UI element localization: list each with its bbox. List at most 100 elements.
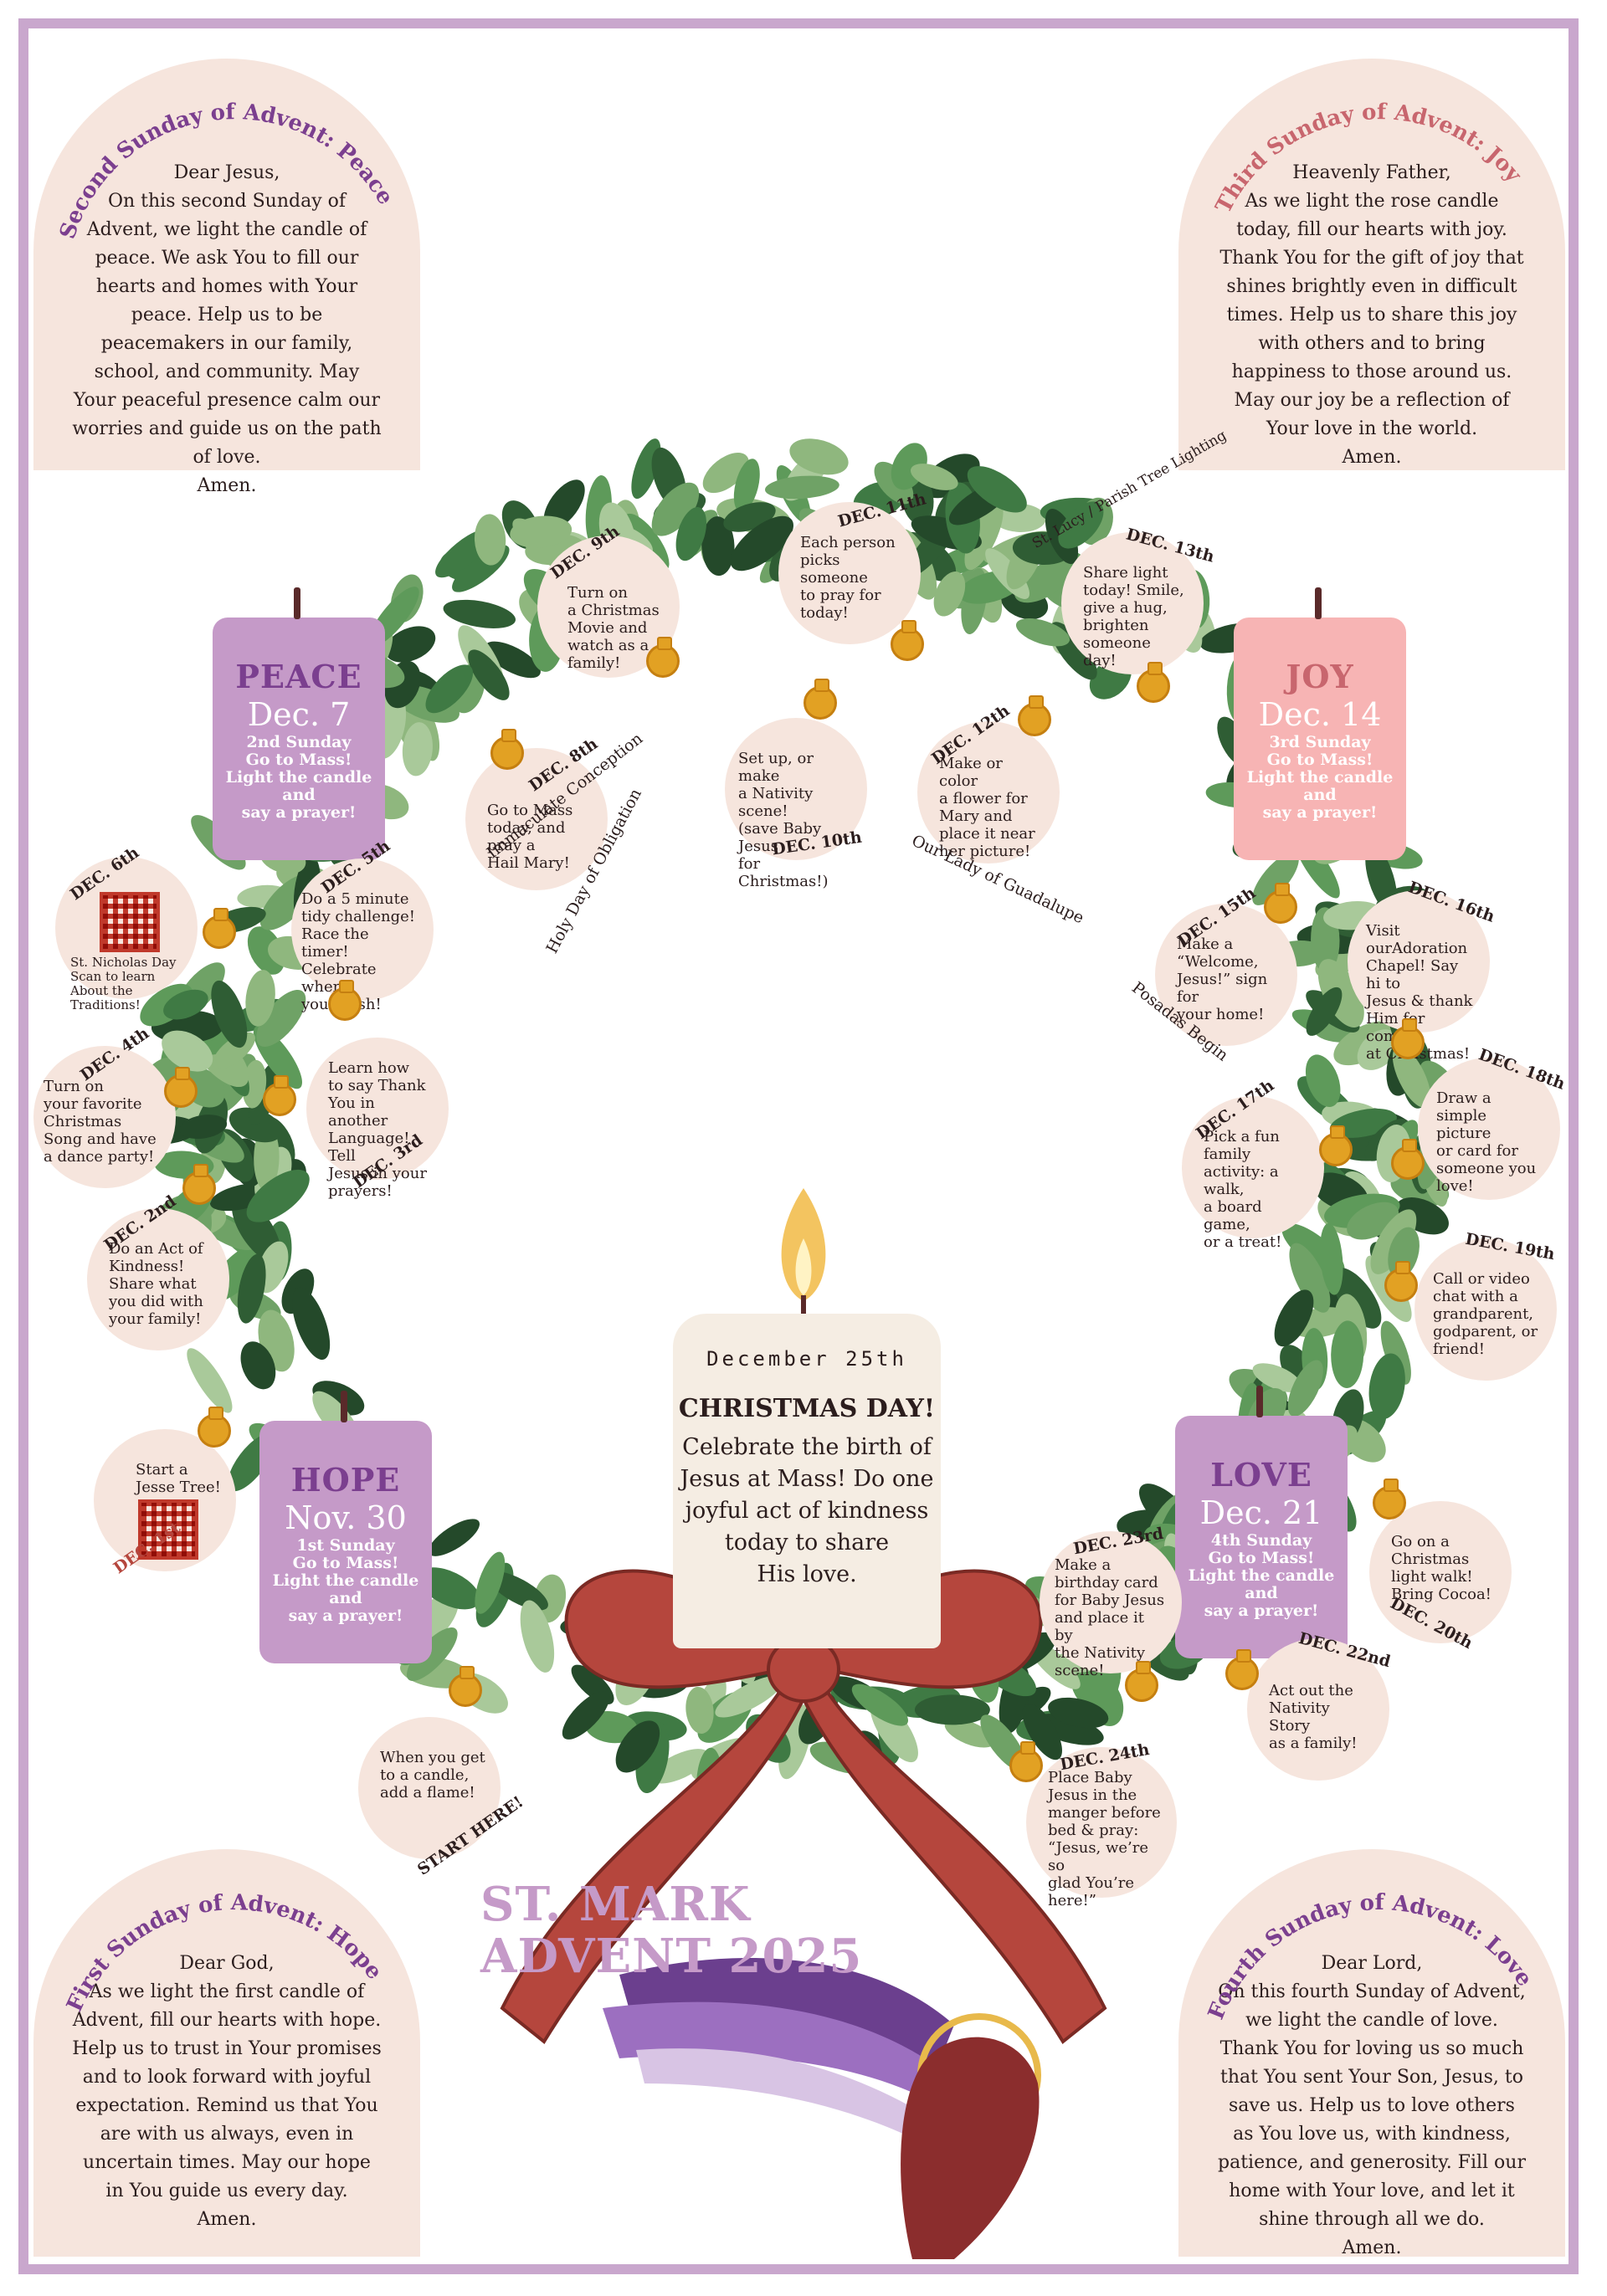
ornament-icon [1225, 1649, 1259, 1690]
wreath-leaf [162, 1030, 213, 1072]
wreath-leaf [1022, 1703, 1062, 1760]
wreath-leaf [851, 1684, 909, 1726]
wreath-leaf [910, 464, 958, 490]
day-dec4: DEC. 4th Turn on your favorite Christmas… [33, 1024, 176, 1188]
ornament-icon [1373, 1479, 1406, 1520]
day-start-text: When you get to a candle, add a flame! [380, 1749, 485, 1801]
ornament-icon [203, 908, 236, 949]
candle-hope-sunday: 1st Sunday [296, 1536, 395, 1555]
candle-hope: HOPE Nov. 30 1st Sunday Go to Mass! Ligh… [259, 1391, 432, 1663]
day-dec19: DEC. 19th Call or video chat with a gran… [1414, 1230, 1557, 1381]
wreath-leaf [615, 1720, 660, 1773]
prayer-second-body: Dear Jesus, On this second Sunday of Adv… [72, 162, 382, 496]
ornament-icon [263, 1075, 296, 1116]
ornament-icon [490, 729, 524, 770]
candle-love-sunday: 4th Sunday [1210, 1531, 1312, 1550]
ornament-icon [891, 620, 924, 661]
wreath-leaf [187, 1348, 233, 1413]
day-dec5: DEC. 5th Do a 5 minute tidy challenge! R… [291, 837, 434, 1013]
ornament-icon [646, 637, 680, 678]
day-dec17: DEC. 17th Pick a fun family activity: a … [1182, 1076, 1324, 1251]
wreath-leaf [1058, 501, 1104, 549]
day-dec9: DEC. 9th Turn on a Christmas Movie and w… [537, 522, 680, 678]
ornament-icon [1264, 883, 1297, 924]
wreath-leaf [468, 649, 510, 700]
wreath-leaf [1287, 1360, 1323, 1417]
ornament-icon [1125, 1661, 1158, 1702]
candle-love-text: Go to Mass! Light the candle and say a p… [1188, 1549, 1335, 1620]
candle-love-date: Dec. 21 [1199, 1494, 1323, 1531]
page-border [18, 18, 1579, 2274]
candle-love: LOVE Dec. 21 4th Sunday Go to Mass! Ligh… [1175, 1386, 1348, 1658]
day-dec18: DEC. 18th Draw a simple picture or card … [1418, 1045, 1568, 1200]
day-dec2: DEC. 2nd Do an Act of Kindness! Share wh… [87, 1192, 229, 1350]
day-dec15-text: Make a “Welcome, Jesus!” sign for your h… [1177, 935, 1268, 1023]
candle-hope-text: Go to Mass! Light the candle and say a p… [272, 1554, 419, 1625]
prayer-fourth-title-arc: Fourth Sunday of Advent: Love [1204, 1890, 1537, 2023]
day-start: When you get to a candle, add a flame! S… [358, 1717, 526, 1879]
wreath-leaf [256, 989, 306, 1048]
wreath-leaf [675, 507, 707, 561]
brand-line2: ADVENT 2025 [480, 1929, 863, 1984]
candle-hope-name: HOPE [290, 1461, 401, 1499]
ornament-icon [1018, 695, 1051, 736]
candle-peace-date: Dec. 7 [247, 696, 351, 733]
prayer-third-body: Heavenly Father, As we light the rose ca… [1219, 162, 1524, 468]
day-dec10: Set up, or make a Nativity scene! (save … [725, 718, 867, 890]
candle-wick [341, 1391, 347, 1422]
wreath-leaf [1331, 1320, 1364, 1388]
candle-wick [1315, 587, 1322, 619]
wreath-leaf [520, 1600, 555, 1673]
day-dec19-text: Call or video chat with a grandparent, g… [1433, 1270, 1538, 1358]
ornament-icon [449, 1666, 482, 1707]
ornament-icon [1391, 1018, 1425, 1059]
wreath-leaf [1015, 618, 1070, 647]
candle-wick [1256, 1386, 1263, 1417]
ornament-icon [198, 1407, 231, 1448]
candle-peace-name: PEACE [235, 658, 362, 695]
day-dec3: Learn how to say Thank You in another La… [306, 1038, 449, 1200]
prayer-third-title-arc: Third Sunday of Advent: Joy [1211, 100, 1527, 218]
day-dec11: DEC. 11th Each person picks someone to p… [778, 489, 928, 644]
wreath-leaf [733, 459, 760, 513]
wreath-leaf [1332, 1267, 1382, 1329]
day-dec8: DEC. 8th Go to Mass today, and pray a Ha… [465, 735, 608, 890]
wreath-leaf [428, 1519, 480, 1556]
wreath-leaf [211, 980, 248, 1048]
wreath-leaf [292, 1287, 331, 1361]
ornament-icon [1384, 1261, 1418, 1302]
day-dec24: DEC. 24th Place Baby Jesus in the manger… [1026, 1740, 1177, 1909]
brand-line1: ST. MARK [480, 1877, 751, 1932]
day-dec3-text: Learn how to say Thank You in another La… [328, 1059, 427, 1200]
ornament-icon [1009, 1741, 1043, 1782]
wreath-leaf [651, 482, 700, 536]
day-dec5-text: Do a 5 minute tidy challenge! Race the t… [301, 890, 415, 1013]
candle-joy-sunday: 3rd Sunday [1269, 733, 1371, 751]
wreath-leaf [1320, 1222, 1343, 1295]
wreath-leaf [475, 1551, 506, 1614]
day-dec6: DEC. 6th St. Nicholas Day Scan to learn … [55, 843, 198, 1012]
ornament-icon [328, 980, 362, 1021]
wreath-leaf [1252, 852, 1299, 905]
day-dec1-text: Start a Jesse Tree! [136, 1461, 221, 1496]
day-dec16: DEC. 16th Visit ourAdoration Chapel! Say… [1348, 878, 1497, 1063]
wreath-leaf [385, 626, 436, 663]
wreath-leaf [1289, 1243, 1331, 1313]
christmas-text: Celebrate the birth of Jesus at Mass! Do… [680, 1434, 934, 1587]
prayer-fourth-body: Dear Lord, On this fourth Sunday of Adve… [1218, 1953, 1526, 2258]
day-dec24-text: Place Baby Jesus in the manger before be… [1048, 1769, 1161, 1909]
day-dec17-text: Pick a fun family activity: a walk, a bo… [1204, 1128, 1282, 1251]
day-dec22-text: Act out the Nativity Story as a family! [1269, 1682, 1358, 1752]
christmas-candle-flame [781, 1188, 826, 1314]
wreath-leaf [1274, 1289, 1314, 1347]
wreath-leaf [402, 722, 433, 776]
wreath-leaf [443, 599, 516, 628]
wreath-leaf [562, 1691, 610, 1740]
candle-joy: JOY Dec. 14 3rd Sunday Go to Mass! Light… [1234, 587, 1406, 860]
wreath-leaf [1306, 987, 1343, 1036]
prayer-second-title-arc: Second Sunday of Advent: Peace [55, 100, 398, 242]
ornament-icon [1391, 1139, 1425, 1180]
candle-peace-sunday: 2nd Sunday [246, 733, 352, 751]
day-dec12-text: Make or color a flower for Mary and plac… [939, 755, 1035, 860]
wreath-leaf [944, 1719, 995, 1748]
